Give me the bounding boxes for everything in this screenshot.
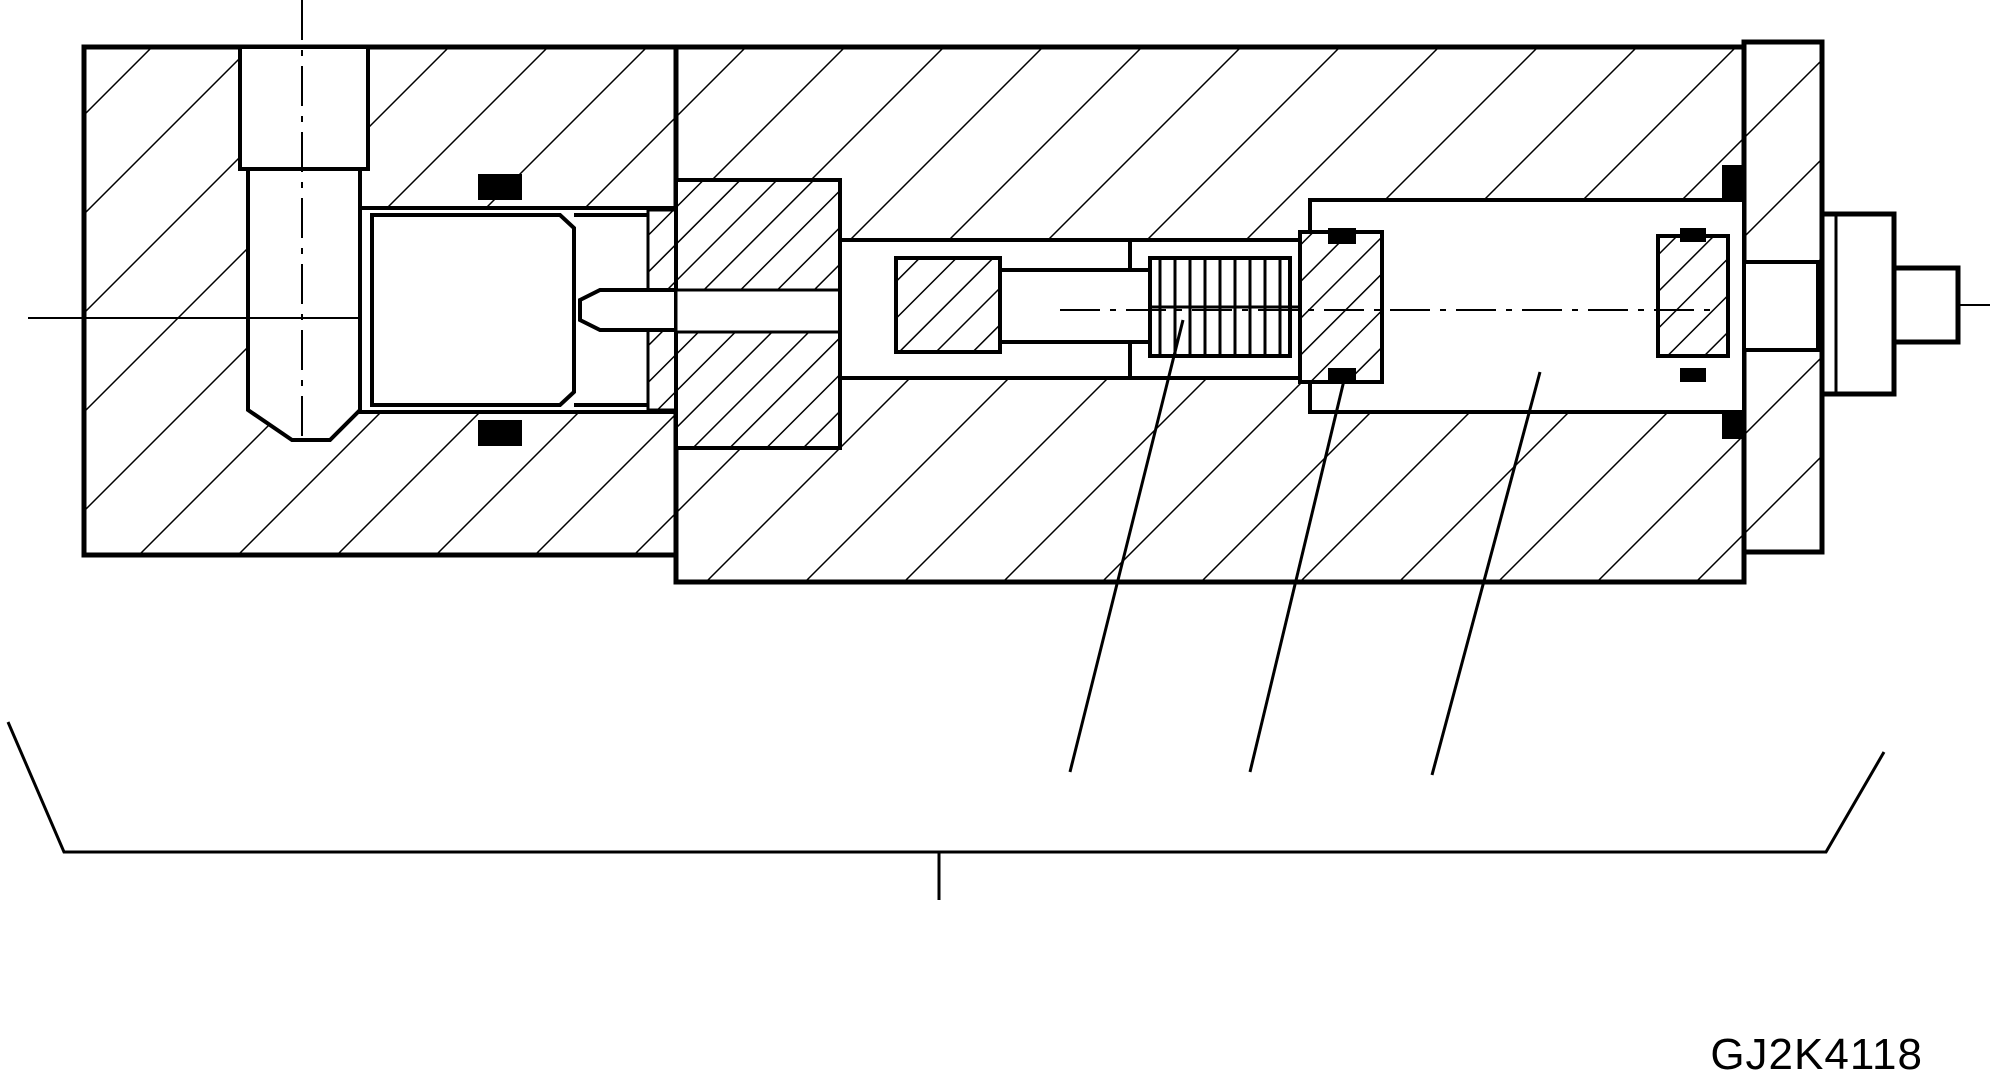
centerlines bbox=[28, 0, 1990, 440]
spring bbox=[1148, 256, 1300, 358]
spring-chamber bbox=[1298, 198, 1746, 414]
assembly-bracket bbox=[6, 721, 1886, 900]
figure-code-label: GJ2K4118 bbox=[1710, 1030, 1923, 1079]
adjusting-screw bbox=[1742, 211, 1961, 397]
poppet bbox=[894, 256, 1152, 354]
piston-chamber bbox=[358, 206, 882, 414]
leader-lines bbox=[1068, 319, 1542, 776]
guide-sleeve bbox=[674, 178, 842, 450]
vertical-port-bore bbox=[238, 45, 370, 442]
